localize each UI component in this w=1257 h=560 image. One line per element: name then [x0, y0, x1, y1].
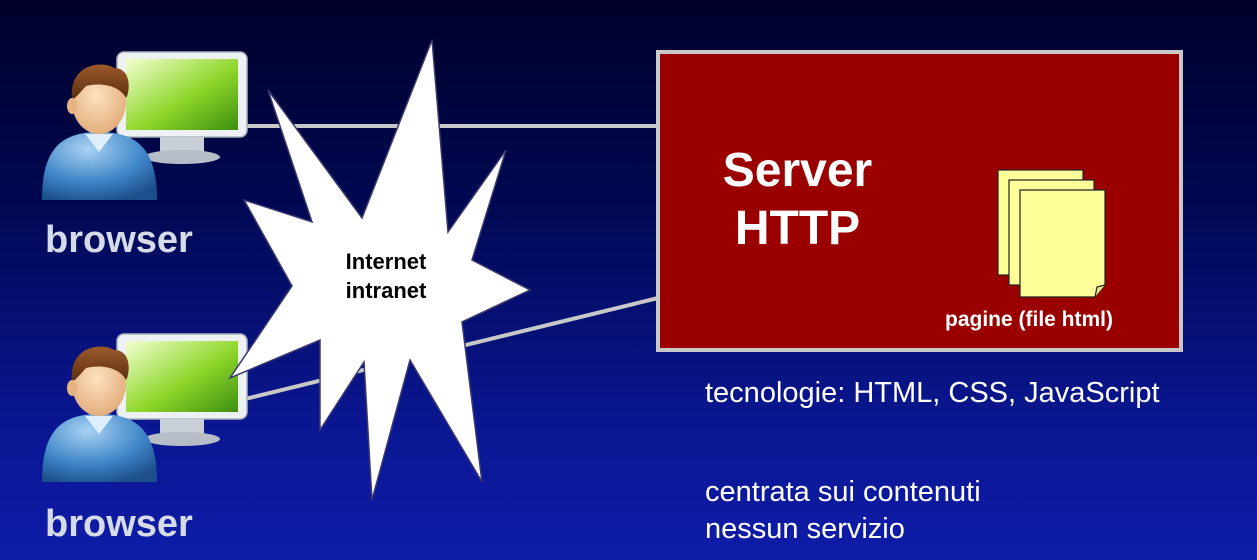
- user-computer-icon: [41, 51, 248, 201]
- server-title-line2: HTTP: [734, 202, 861, 255]
- services-note: nessun servizio: [705, 513, 905, 545]
- content-focus-note: centrata sui contenuti: [705, 476, 981, 508]
- user-computer-icon: [41, 333, 248, 483]
- pages-label: pagine (file html): [945, 308, 1113, 331]
- network-label: Internet intranet: [322, 247, 450, 305]
- server-title-line1: Server: [722, 144, 873, 197]
- stacked-documents-icon: [997, 169, 1106, 298]
- technologies-note: tecnologie: HTML, CSS, JavaScript: [705, 377, 1160, 409]
- network-label-line1: Internet: [345, 249, 427, 274]
- network-label-line2: intranet: [345, 278, 427, 303]
- browser-label: browser: [45, 219, 193, 261]
- browser-label: browser: [45, 503, 193, 545]
- server-title: Server HTTP: [705, 142, 890, 258]
- explosion-burst-icon: [227, 39, 532, 501]
